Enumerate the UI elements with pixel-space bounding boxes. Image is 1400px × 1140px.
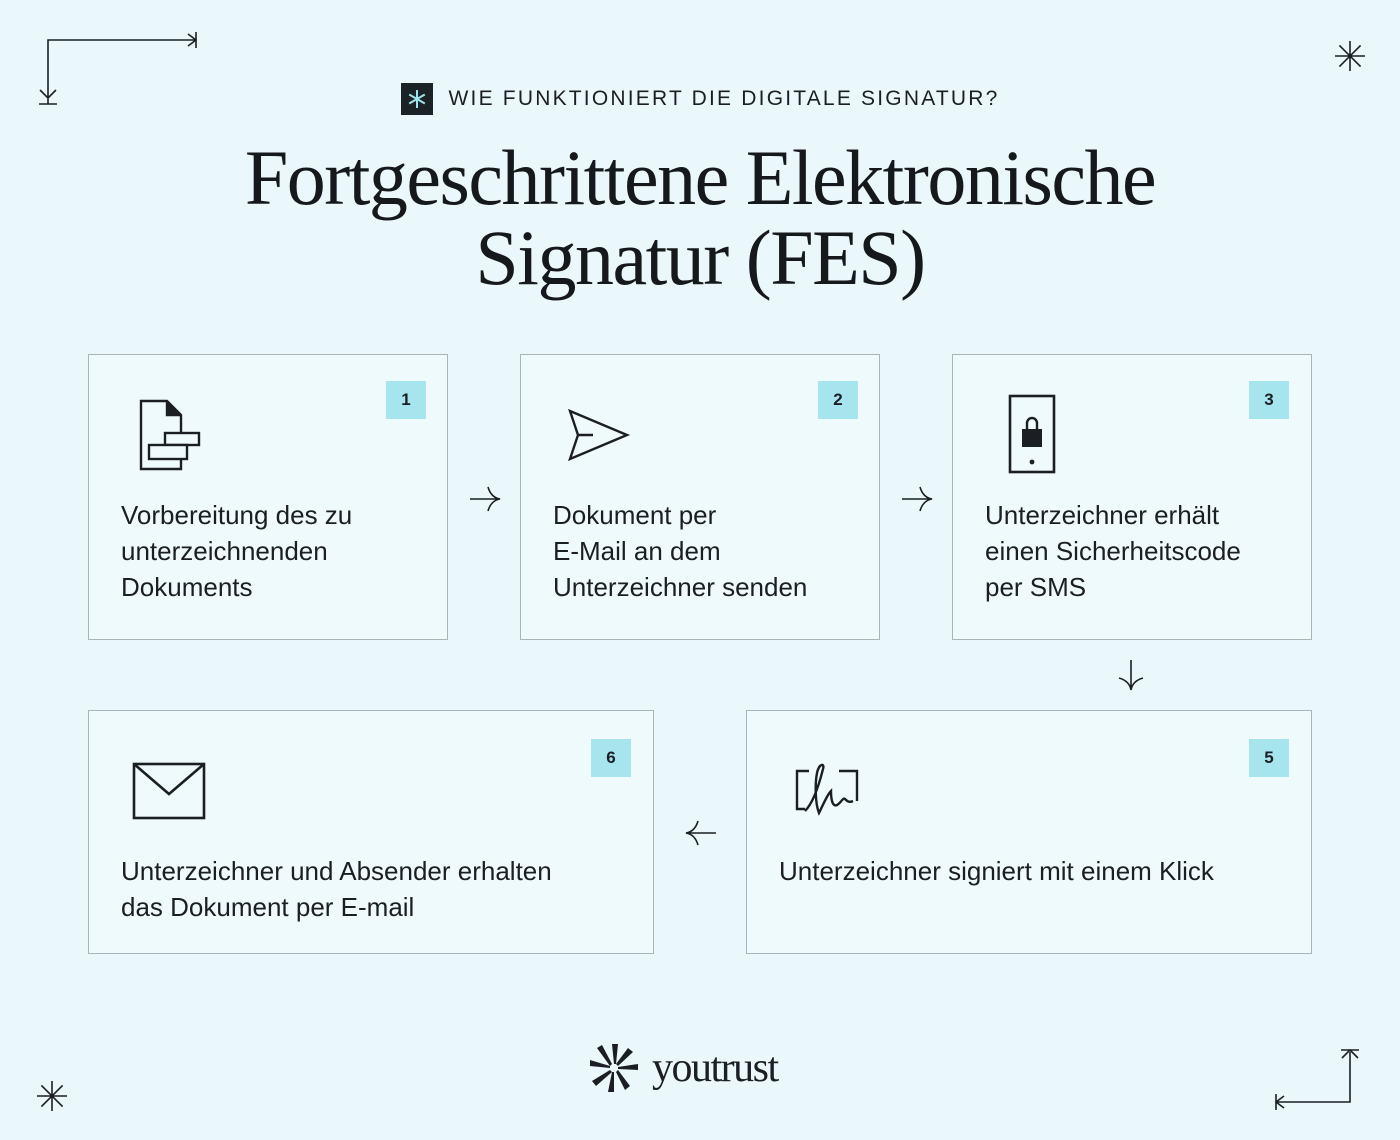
- eyebrow: WIE FUNKTIONIERT DIE DIGITALE SIGNATUR?: [0, 82, 1400, 116]
- step-text-line: Unterzeichner senden: [553, 572, 808, 602]
- step-text: Unterzeichner und Absender erhalten das …: [121, 853, 552, 925]
- sparkle-icon-bottom-left: [37, 1081, 67, 1111]
- step-number-badge: 1: [386, 381, 426, 419]
- step-card-3: 3 Unterzeichner erhält einen Sicherheits…: [952, 354, 1312, 640]
- logo: youtrust: [588, 1040, 779, 1096]
- step-text-line: E-Mail an dem: [553, 536, 721, 566]
- step-card-6: 6 Unterzeichner und Absender erhalten da…: [88, 710, 654, 954]
- sparkle-icon-top-right: [1335, 41, 1365, 71]
- step-card-1: 1 Vorbereitung des zu unterzeichnenden D…: [88, 354, 448, 640]
- step-text-line: Unterzeichner signiert mit einem Klick: [779, 856, 1214, 886]
- arrow-down-icon: [1118, 660, 1144, 691]
- step-card-2: 2 Dokument per E-Mail an dem Unterzeichn…: [520, 354, 880, 640]
- corner-arrow-top-left-icon: [39, 32, 198, 105]
- title-line-2: Signatur (FES): [475, 214, 926, 301]
- step-text-line: einen Sicherheitscode: [985, 536, 1241, 566]
- document-icon: [139, 399, 201, 471]
- step-text: Unterzeichner erhält einen Sicherheitsco…: [985, 497, 1241, 605]
- logo-text: youtrust: [652, 1045, 779, 1091]
- title-line-1: Fortgeschrittene Elektronische: [244, 134, 1157, 221]
- step-text: Vorbereitung des zu unterzeichnenden Dok…: [121, 497, 352, 605]
- step-card-5: 5 Unterzeichner signiert mit einem Klick: [746, 710, 1312, 954]
- send-icon: [568, 408, 631, 461]
- step-number-badge: 5: [1249, 739, 1289, 777]
- envelope-icon: [132, 762, 206, 820]
- step-text-line: Dokuments: [121, 572, 253, 602]
- asterisk-icon: [400, 83, 433, 115]
- signature-icon: [795, 763, 859, 816]
- step-number-badge: 2: [818, 381, 858, 419]
- step-text: Unterzeichner signiert mit einem Klick: [779, 853, 1214, 889]
- eyebrow-text: WIE FUNKTIONIERT DIE DIGITALE SIGNATUR?: [448, 87, 1000, 110]
- corner-arrow-bottom-right-icon: [1274, 1048, 1359, 1110]
- step-text-line: das Dokument per E-mail: [121, 892, 415, 922]
- youtrust-logo-icon: [590, 1044, 638, 1092]
- step-text-line: Unterzeichner erhält: [985, 500, 1220, 530]
- step-text: Dokument per E-Mail an dem Unterzeichner…: [553, 497, 807, 605]
- step-number-badge: 3: [1249, 381, 1289, 419]
- step-text-line: Unterzeichner und Absender erhalten: [121, 856, 552, 886]
- step-number-badge: 6: [591, 739, 631, 777]
- page-title: Fortgeschrittene Elektronische Signatur …: [0, 138, 1400, 298]
- step-text-line: Dokument per: [553, 500, 717, 530]
- arrow-right-icon: [902, 486, 933, 512]
- arrow-left-icon: [685, 820, 716, 846]
- phone-lock-icon: [1008, 394, 1056, 474]
- arrow-right-icon: [470, 486, 501, 512]
- step-text-line: per SMS: [985, 572, 1087, 602]
- step-text-line: unterzeichnenden: [121, 536, 328, 566]
- step-text-line: Vorbereitung des zu: [121, 500, 353, 530]
